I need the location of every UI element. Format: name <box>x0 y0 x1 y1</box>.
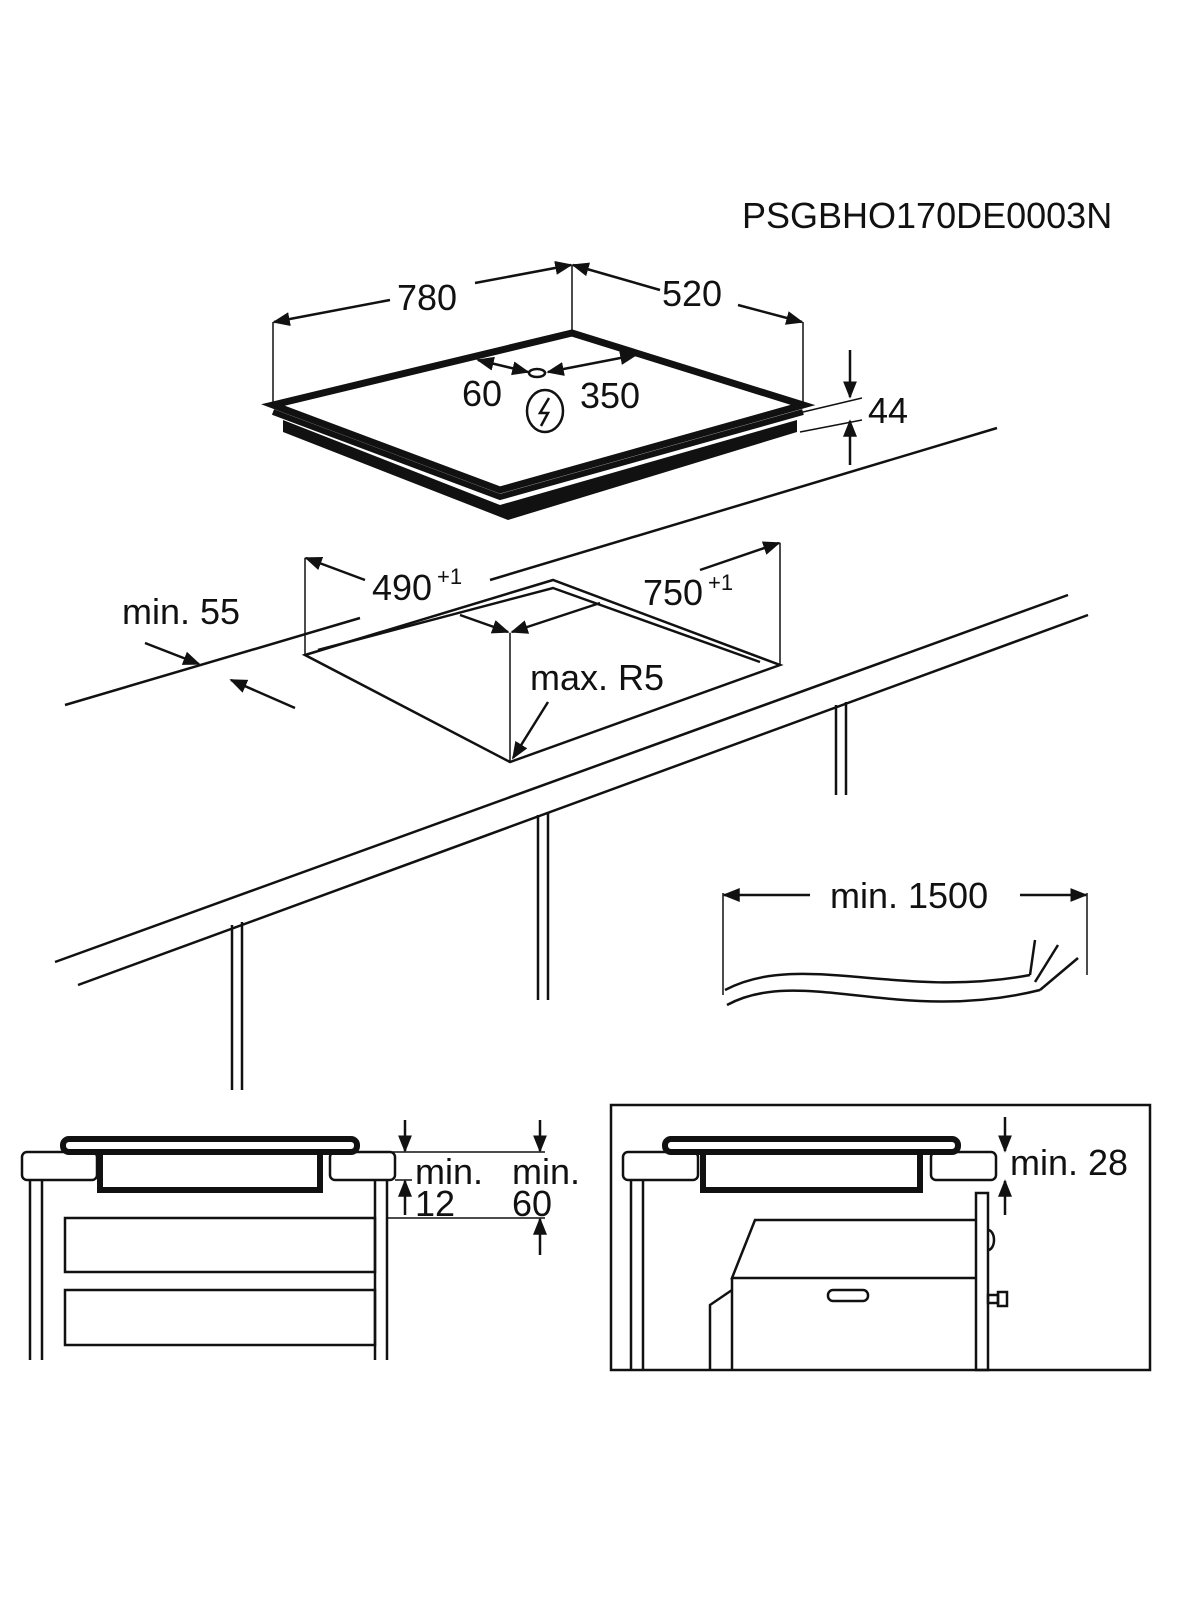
section-drawers: min. 12 min. 60 <box>20 1120 580 1360</box>
cutout-dimensions: 490 +1 750 +1 min. 55 max. R5 <box>122 541 781 762</box>
corner-radius: max. R5 <box>530 657 664 698</box>
electrical-hazard-icon <box>525 388 565 434</box>
cutout-depth: 490 <box>372 567 432 608</box>
gap-label-a: min. <box>415 1151 483 1192</box>
hob-dimensions: 780 520 44 <box>272 261 908 465</box>
hob: 60 350 <box>261 329 816 520</box>
cable-length: min. 1500 <box>830 875 988 916</box>
hob-height: 44 <box>868 390 908 431</box>
drawing-code: PSGBHO170DE0003N <box>742 195 1112 236</box>
worktop <box>54 426 1089 1090</box>
cutout-width: 750 <box>643 572 703 613</box>
cable-offset-left: 60 <box>462 373 502 414</box>
cutout-depth-tolerance: +1 <box>437 564 462 589</box>
front-margin: min. 55 <box>122 591 240 632</box>
cable: min. 1500 <box>722 875 1088 1007</box>
cable-offset-right: 350 <box>580 375 640 416</box>
hob-width: 780 <box>397 277 457 318</box>
gap-value-a: 12 <box>415 1183 455 1224</box>
gap-value-b: 60 <box>512 1183 552 1224</box>
hob-depth: 520 <box>662 273 722 314</box>
oven-gap: min. 28 <box>1010 1142 1128 1183</box>
section-oven: min. 28 <box>609 1103 1152 1372</box>
gap-label-b: min. <box>512 1151 580 1192</box>
cutout-width-tolerance: +1 <box>708 570 733 595</box>
